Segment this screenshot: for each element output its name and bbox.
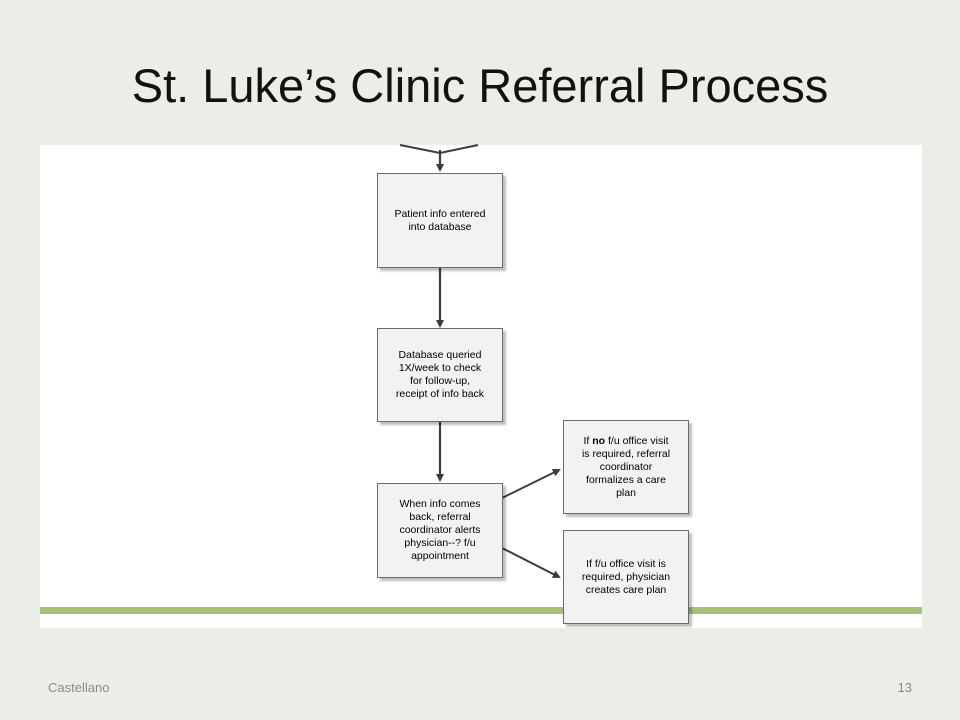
outcome-no-visit: If no f/u office visit is required, refe… [563,420,689,514]
text-fragment: If [583,434,593,447]
step-line: When info comes [399,498,481,510]
emphasis-no: no [592,434,606,447]
step-line: is required, referral [581,447,671,460]
step-line: Database queried [398,349,482,361]
page-number: 13 [897,680,912,695]
accent-rule [40,607,922,614]
step-line: plan [616,486,636,499]
step-line: physician--? f/u [404,537,476,549]
step-database-queried: Database queried 1X/week to check for fo… [377,328,503,422]
step-line: for follow-up, [409,375,471,387]
step-line: If f/u office visit is [586,557,666,570]
step-line: creates care plan [585,583,667,596]
step-coordinator-alerts: When info comes back, referral coordinat… [377,483,503,578]
step-line: If no f/u office visit [582,435,670,448]
step-line: appointment [411,550,469,562]
step-line: coordinator alerts [399,524,481,536]
step-line: coordinator [599,460,653,473]
step-line: Patient info entered [394,207,486,220]
step-line: formalizes a care [586,473,666,486]
slide-title: St. Luke’s Clinic Referral Process [131,59,829,112]
step-line: into database [408,220,472,233]
outcome-visit-required: If f/u office visit is required, physici… [563,530,689,624]
text-fragment: f/u office visit [605,434,669,447]
step-line: receipt of info back [395,388,485,400]
step-line: required, physician [581,570,671,583]
step-patient-info-entered: Patient info entered into database [377,173,503,268]
step-line: back, referral [409,511,471,523]
footer-author: Castellano [48,680,110,695]
step-line: 1X/week to check [398,362,482,374]
